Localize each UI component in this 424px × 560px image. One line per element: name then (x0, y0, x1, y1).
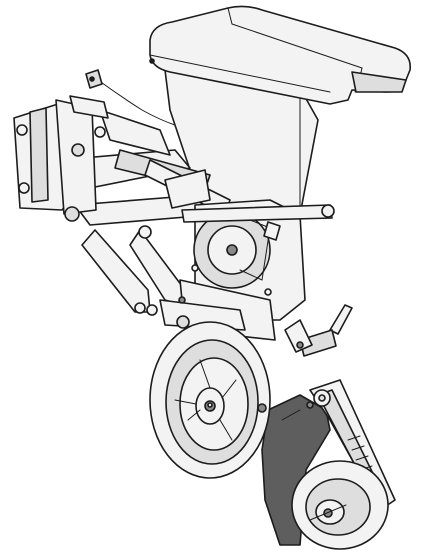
closing-wheel (291, 460, 389, 550)
cross-tube (164, 169, 335, 223)
hardware-bolts (134, 264, 314, 413)
gauge-wheel (149, 321, 271, 479)
mounting-bracket (13, 95, 158, 316)
sensor-cable (85, 69, 176, 126)
depth-adjust-lever (284, 304, 353, 357)
